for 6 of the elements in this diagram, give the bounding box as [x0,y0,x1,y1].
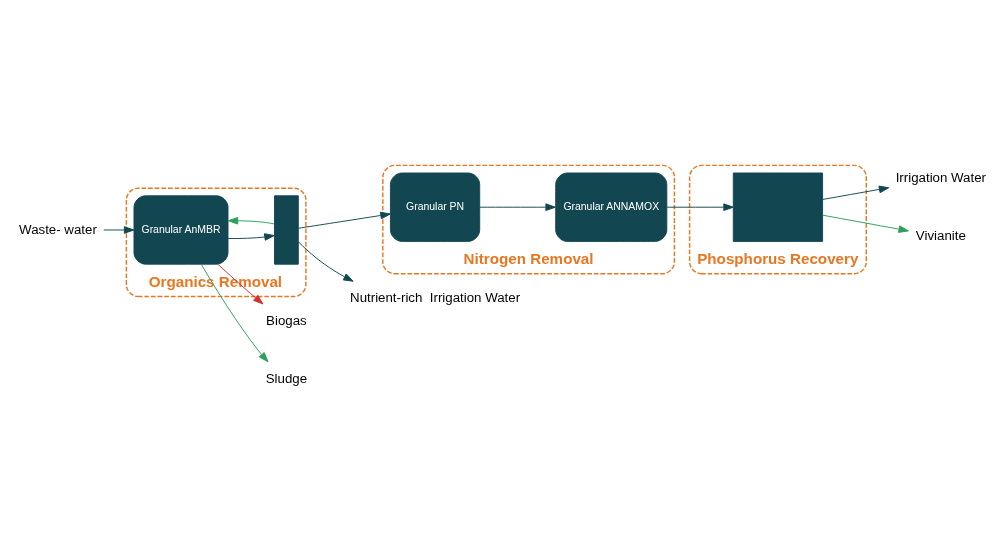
node-text: Waste- water [19,221,97,237]
node-text: Biogas [266,312,307,328]
node-text: Irrigation Water [895,170,986,186]
node-text: Sludge [265,370,308,386]
node-text: Vivianite [915,228,966,244]
node-text: Nutrient-rich Irrigation Water [350,289,521,305]
